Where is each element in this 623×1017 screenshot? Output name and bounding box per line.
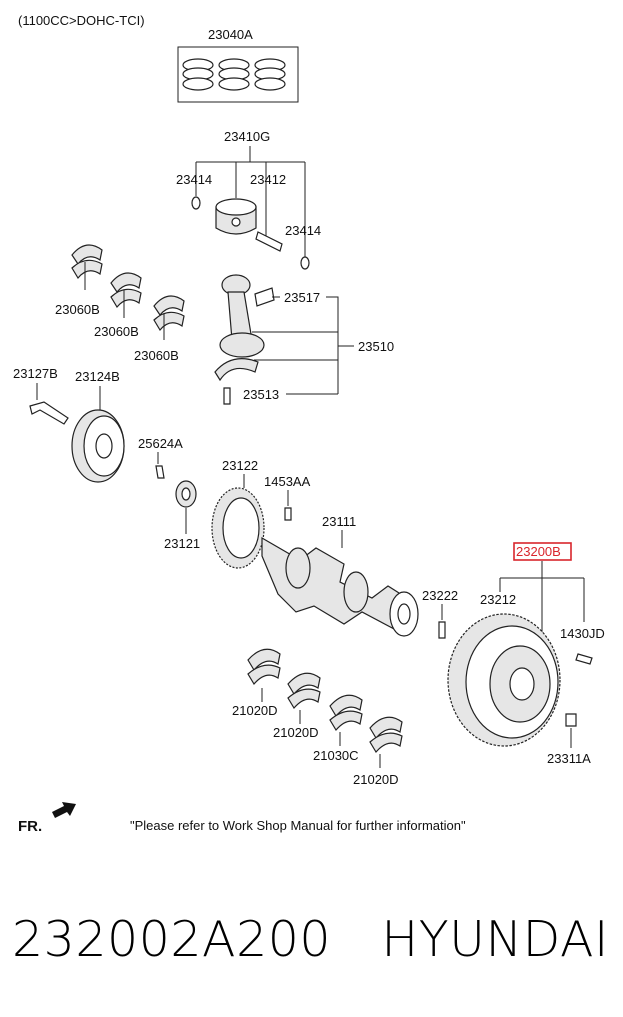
callout-23222[interactable]: 23222 (422, 588, 458, 603)
callout-23060B-1[interactable]: 23060B (55, 302, 100, 317)
crankshaft-pulley: 23127B 23124B (13, 366, 125, 483)
callout-23060B-2[interactable]: 23060B (94, 324, 139, 339)
callout-23200B[interactable]: 23200B (516, 544, 561, 559)
callout-23414-upper[interactable]: 23414 (176, 172, 212, 187)
connecting-rod-assembly: 23517 23510 23513 (214, 274, 394, 405)
callout-1453AA[interactable]: 1453AA (264, 474, 311, 489)
callout-23414-lower[interactable]: 23414 (285, 223, 321, 238)
main-bearing-shells: 23060B 23060B 23060B (55, 244, 185, 363)
callout-23111[interactable]: 23111 (322, 514, 356, 529)
part-number: 232002A200 (12, 911, 332, 968)
callout-23060B-3[interactable]: 23060B (134, 348, 179, 363)
callout-21020D-3[interactable]: 21020D (353, 772, 399, 787)
callout-23212[interactable]: 23212 (480, 592, 516, 607)
callout-23127B[interactable]: 23127B (13, 366, 58, 381)
front-marker-label: FR. (18, 818, 42, 835)
workshop-note: "Please refer to Work Shop Manual for fu… (130, 818, 466, 833)
callout-1430JD[interactable]: 1430JD (560, 626, 605, 641)
callout-23510[interactable]: 23510 (358, 339, 394, 354)
callout-23122[interactable]: 23122 (222, 458, 258, 473)
callout-23121[interactable]: 23121 (164, 536, 200, 551)
piston-assembly: 23410G 23414 23412 23414 (176, 129, 321, 270)
callout-23513[interactable]: 23513 (243, 387, 279, 402)
callout-25624A[interactable]: 25624A (138, 436, 183, 451)
callout-23311A[interactable]: 23311A (547, 751, 591, 766)
callout-23040A[interactable]: 23040A (208, 27, 253, 42)
crankshaft: 23111 (261, 514, 419, 637)
timing-components: 25624A 23121 23122 1453AA (138, 436, 311, 569)
callout-21020D-1[interactable]: 21020D (232, 703, 278, 718)
callout-21020D-2[interactable]: 21020D (273, 725, 319, 740)
flywheel-assembly: 23200B 23212 1430JD 23222 23311A (422, 542, 605, 766)
crank-bearing-shells: 21020D 21020D 21030C 21020D (232, 648, 403, 787)
callout-23517[interactable]: 23517 (284, 290, 320, 305)
front-arrow-icon (52, 802, 76, 818)
callout-21030C[interactable]: 21030C (313, 748, 359, 763)
callout-23124B[interactable]: 23124B (75, 369, 120, 384)
front-marker: FR. (18, 802, 76, 835)
brand-name: HYUNDAI (381, 911, 609, 968)
piston-ring-set: 23040A (177, 27, 299, 103)
parts-diagram: (1100CC>DOHC-TCI) 23040A 23410G 23414 23… (13, 13, 605, 835)
highlight-box-23200B (513, 542, 572, 561)
callout-23410G[interactable]: 23410G (224, 129, 270, 144)
callout-23412[interactable]: 23412 (250, 172, 286, 187)
part-footer: 232002A200 HYUNDAI (0, 895, 623, 985)
engine-spec-label: (1100CC>DOHC-TCI) (18, 13, 145, 28)
